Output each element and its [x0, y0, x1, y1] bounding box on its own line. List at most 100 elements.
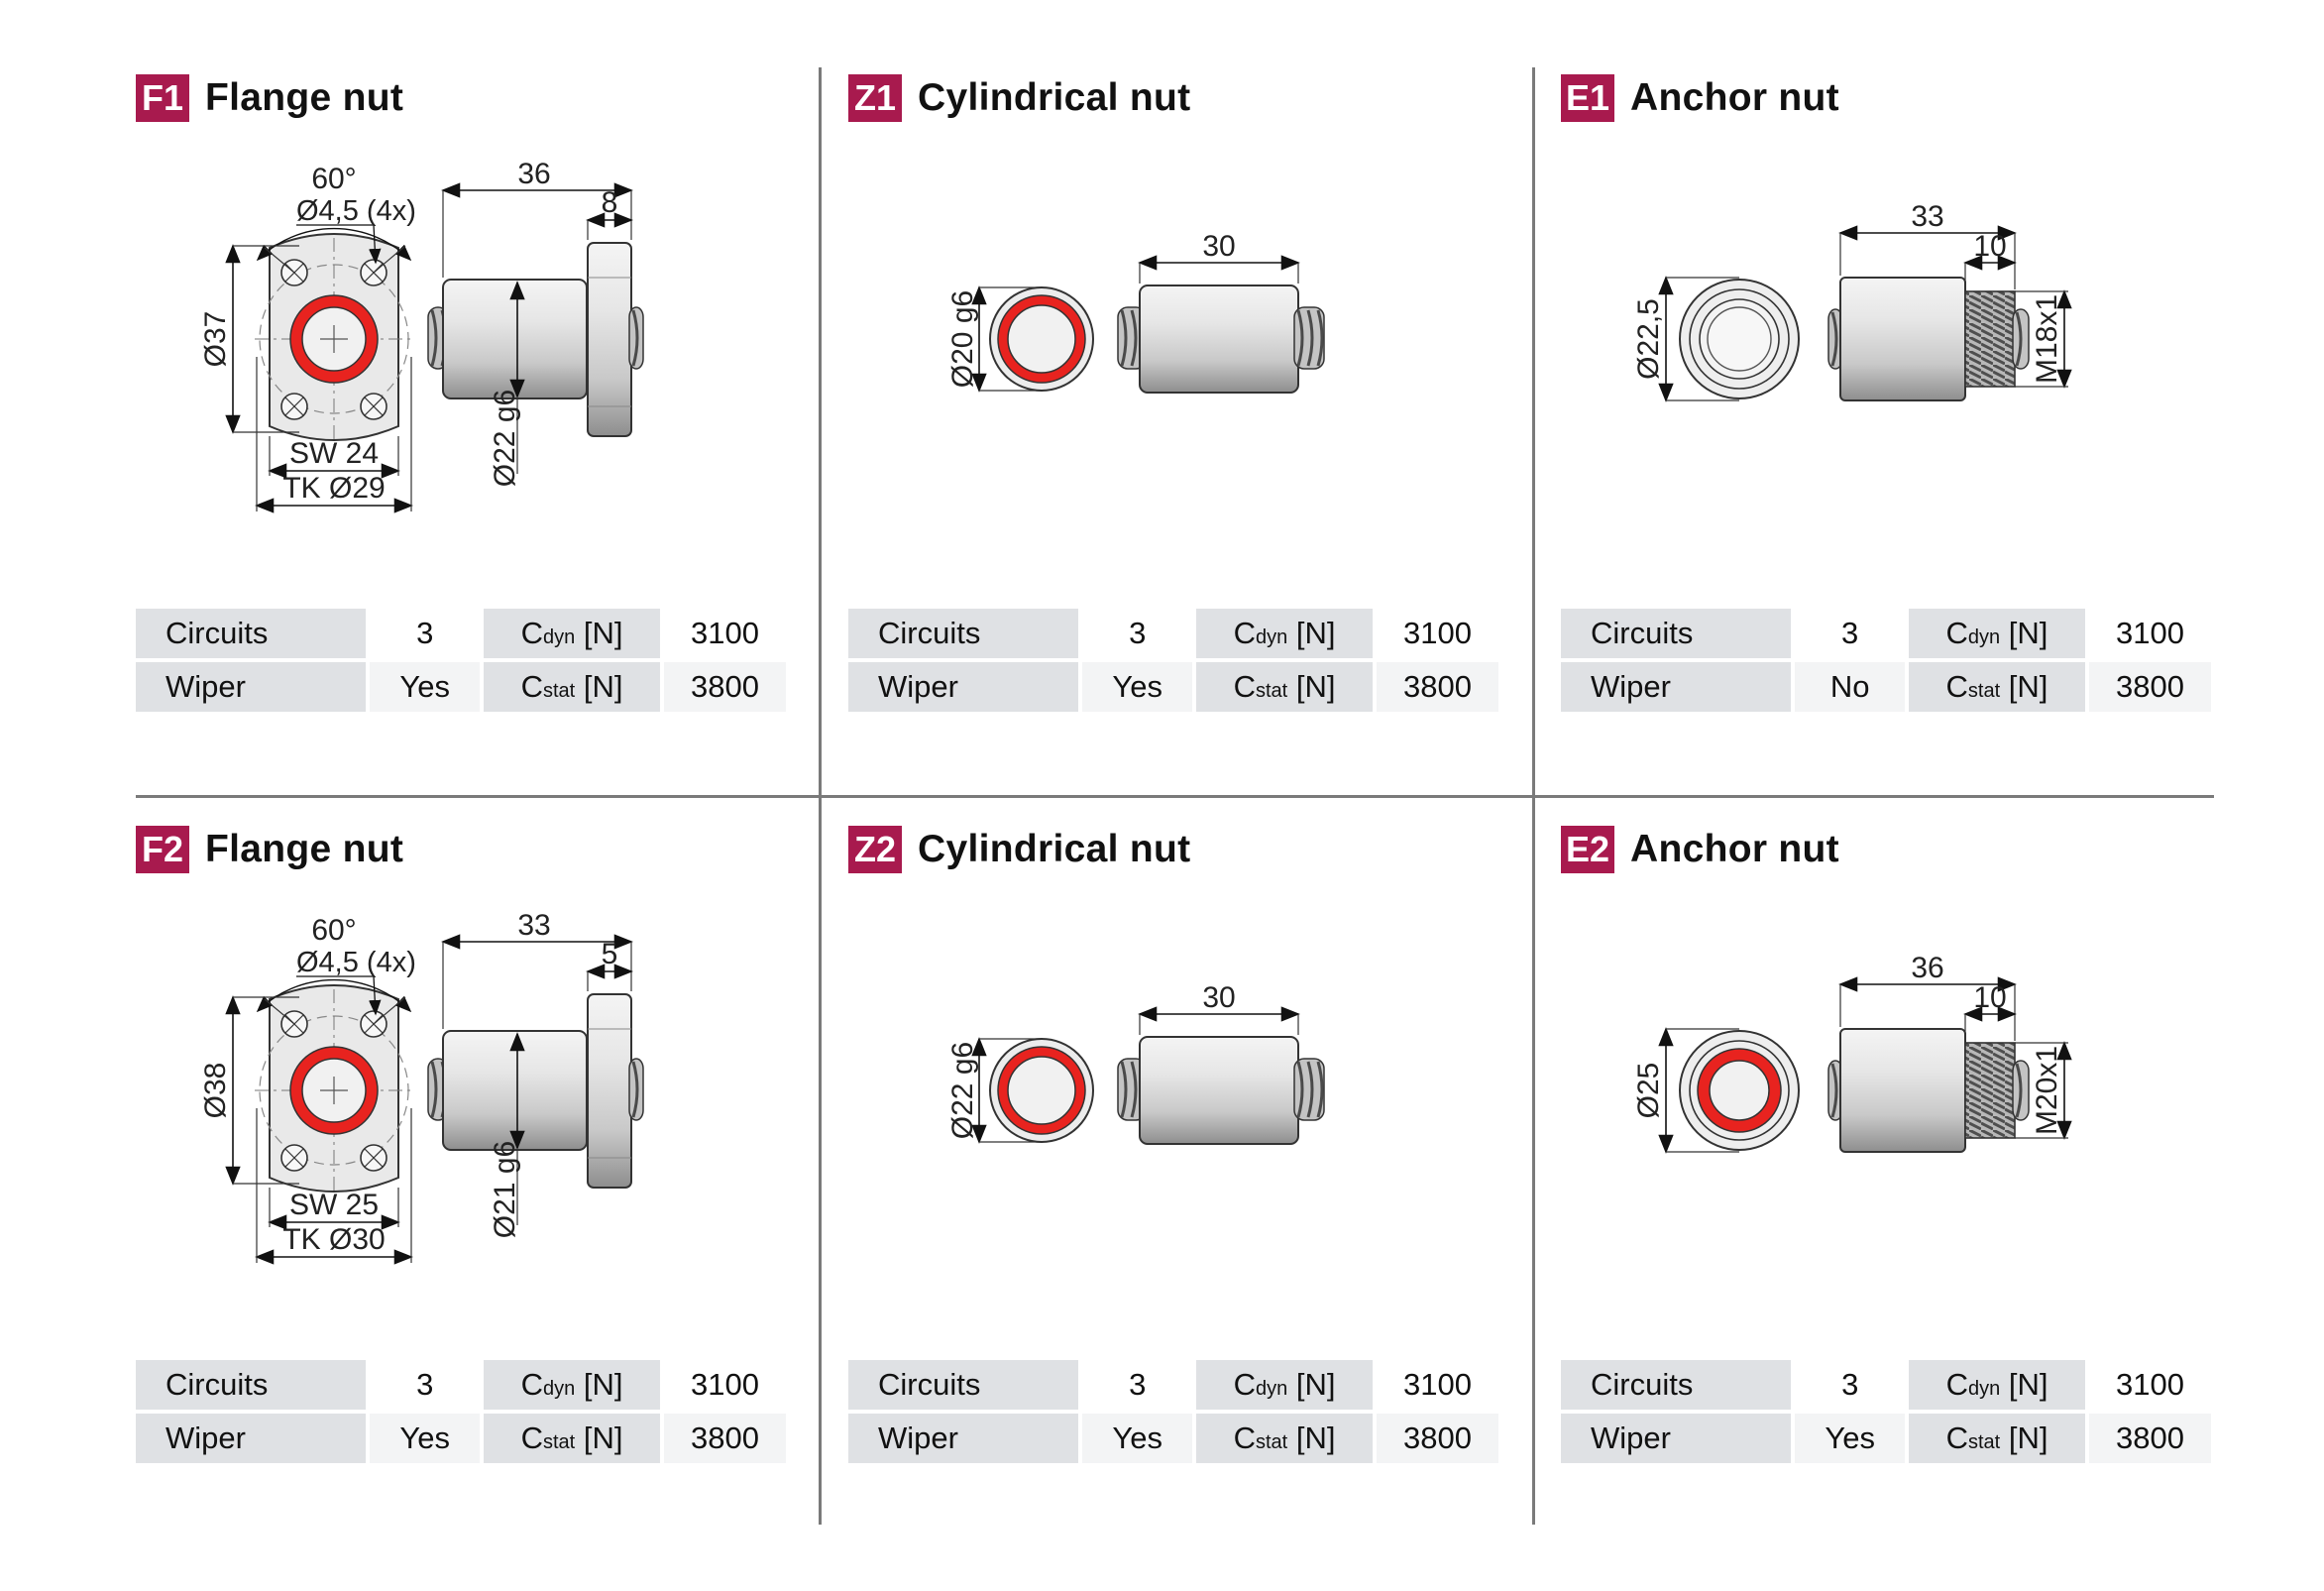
tk-dimension: TK Ø30 — [282, 1223, 385, 1256]
panel-title: Flange nut — [205, 828, 404, 870]
screw-shaft — [1827, 1060, 1843, 1121]
thread-length-dimension: 10 — [1973, 230, 2006, 263]
cdyn-value: 3100 — [2088, 609, 2211, 658]
screw-shaft — [1293, 1058, 1325, 1121]
circuits-value: 3 — [1082, 609, 1193, 658]
circuits-value: 3 — [1795, 609, 1906, 658]
spec-table: Circuits 3 Cdyn [N] 3100 Wiper Yes Cstat… — [132, 1356, 790, 1467]
cstat-label: Cstat [N] — [1196, 1414, 1373, 1463]
panel-title: Cylindrical nut — [918, 76, 1191, 119]
panel-header: Z2 Cylindrical nut — [848, 826, 1190, 873]
spec-row-wiper: Wiper Yes Cstat [N] 3800 — [136, 1414, 786, 1463]
cdyn-label: Cdyn [N] — [484, 1360, 660, 1410]
cstat-value: 3800 — [1376, 1414, 1498, 1463]
panel-header: E1 Anchor nut — [1561, 74, 1839, 122]
wiper-label: Wiper — [1561, 662, 1792, 712]
flange-dimension: 5 — [602, 938, 618, 970]
seal-ring — [1697, 1048, 1782, 1133]
length-dimension: 36 — [1911, 952, 1943, 984]
circuits-value: 3 — [1082, 1360, 1193, 1410]
wiper-value: Yes — [1082, 1414, 1193, 1463]
anchor-thread — [1964, 290, 2016, 388]
diameter-dimension: Ø22 g6 — [946, 1042, 979, 1139]
spec-table: Circuits 3 Cdyn [N] 3100 Wiper Yes Cstat… — [844, 1356, 1502, 1467]
panel-header: E2 Anchor nut — [1561, 826, 1839, 873]
spec-row-wiper: Wiper Yes Cstat [N] 3800 — [1561, 1414, 2211, 1463]
circuits-label: Circuits — [848, 609, 1079, 658]
cdyn-label: Cdyn [N] — [1196, 609, 1373, 658]
diameter-dimension: Ø25 — [1632, 1063, 1665, 1119]
spec-row-circuits: Circuits 3 Cdyn [N] 3100 — [136, 609, 786, 658]
diameter-dimension: Ø22,5 — [1632, 298, 1665, 380]
cdyn-label: Cdyn [N] — [484, 609, 660, 658]
circuits-label: Circuits — [136, 609, 367, 658]
wiper-value: Yes — [1795, 1414, 1906, 1463]
panel-header: F2 Flange nut — [136, 826, 403, 873]
sw-dimension: SW 24 — [289, 437, 379, 470]
cstat-value: 3800 — [663, 1414, 786, 1463]
cdyn-label: Cdyn [N] — [1196, 1360, 1373, 1410]
cdyn-value: 3100 — [2088, 1360, 2211, 1410]
spec-table: Circuits 3 Cdyn [N] 3100 Wiper Yes Cstat… — [844, 605, 1502, 716]
spec-row-circuits: Circuits 3 Cdyn [N] 3100 — [1561, 1360, 2211, 1410]
panel-title: Flange nut — [205, 76, 404, 119]
cdyn-label: Cdyn [N] — [1909, 609, 2085, 658]
height-dimension: Ø37 — [199, 311, 232, 368]
screw-shaft — [1293, 306, 1325, 370]
tk-dimension: TK Ø29 — [282, 472, 385, 505]
technical-drawing: Ø22 g6 30 — [946, 981, 1325, 1145]
panel-f2: F2 Flange nut 60°Ø4,5 (4 — [136, 826, 810, 1554]
hole-dimension: Ø4,5 (4x) — [296, 947, 416, 978]
anchor-body — [1839, 277, 1966, 401]
cdyn-label: Cdyn [N] — [1909, 1360, 2085, 1410]
spec-row-wiper: Wiper Yes Cstat [N] 3800 — [136, 662, 786, 712]
seal-ring — [997, 1046, 1086, 1135]
panel-code-badge: E2 — [1561, 826, 1614, 873]
seal-ring — [997, 294, 1086, 384]
spec-row-circuits: Circuits 3 Cdyn [N] 3100 — [136, 1360, 786, 1410]
hole-dimension: Ø4,5 (4x) — [296, 195, 416, 227]
shaft-dimension: Ø22 g6 — [489, 390, 521, 487]
cdyn-value: 3100 — [1376, 1360, 1498, 1410]
shaft-dimension: Ø21 g6 — [489, 1141, 521, 1238]
length-dimension: 30 — [1202, 981, 1235, 1014]
panel-title: Anchor nut — [1630, 76, 1839, 119]
cstat-value: 3800 — [1376, 662, 1498, 712]
length-dimension: 30 — [1202, 230, 1235, 263]
thread-dimension: M20x1 — [2031, 1046, 2063, 1135]
anchor-thread — [1964, 1042, 2016, 1139]
angle-dimension: 60° — [311, 163, 356, 195]
spec-row-circuits: Circuits 3 Cdyn [N] 3100 — [1561, 609, 2211, 658]
spec-table: Circuits 3 Cdyn [N] 3100 Wiper Yes Cstat… — [132, 605, 790, 716]
circuits-value: 3 — [370, 1360, 481, 1410]
flange-side-view — [442, 242, 632, 437]
cstat-value: 3800 — [2088, 662, 2211, 712]
length-dimension: 33 — [517, 909, 550, 942]
spec-row-wiper: Wiper Yes Cstat [N] 3800 — [848, 662, 1498, 712]
circuits-label: Circuits — [136, 1360, 367, 1410]
cstat-label: Cstat [N] — [484, 662, 660, 712]
panel-code-badge: E1 — [1561, 74, 1614, 122]
length-dimension: 33 — [1911, 200, 1943, 233]
panel-code-badge: F2 — [136, 826, 189, 873]
wiper-label: Wiper — [136, 662, 367, 712]
wiper-value: Yes — [1082, 662, 1193, 712]
cstat-label: Cstat [N] — [1909, 1414, 2085, 1463]
spec-table: Circuits 3 Cdyn [N] 3100 Wiper Yes Cstat… — [1557, 1356, 2215, 1467]
cyl-side-view — [1139, 284, 1299, 394]
screw-shaft — [1827, 308, 1843, 370]
panel-code-badge: Z2 — [848, 826, 902, 873]
horizontal-divider — [136, 795, 2214, 798]
wiper-label: Wiper — [1561, 1414, 1792, 1463]
wiper-value: No — [1795, 662, 1906, 712]
wiper-label: Wiper — [848, 1414, 1079, 1463]
panel-title: Anchor nut — [1630, 828, 1839, 870]
panel-header: Z1 Cylindrical nut — [848, 74, 1190, 122]
